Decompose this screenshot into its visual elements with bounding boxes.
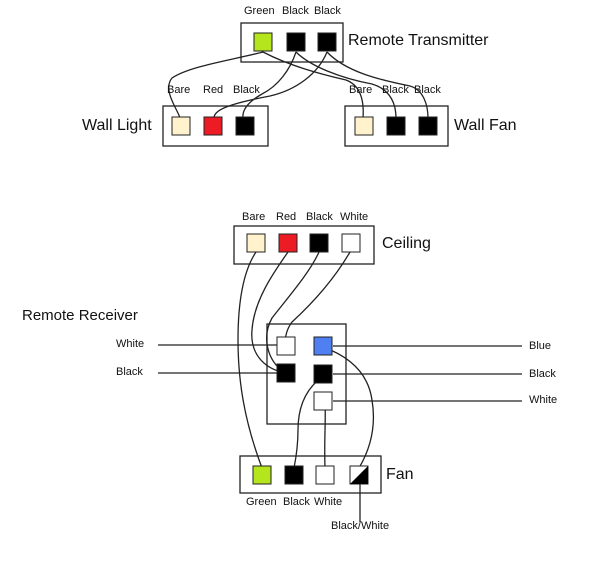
fan-terminal-label-1: Green <box>246 496 277 508</box>
wall-light-bare-terminal <box>171 116 191 136</box>
receiver-left-wire-label-1: White <box>116 338 145 350</box>
ceiling-title: Ceiling <box>382 235 431 252</box>
wall-light-terminal-label-3: Black <box>233 84 260 96</box>
fan-terminal-label-2: Black <box>283 496 310 508</box>
transmitter-black-terminal-1 <box>286 32 306 52</box>
receiver-black-terminal-right <box>313 364 333 384</box>
fan-terminal-label-3: White <box>314 496 343 508</box>
wall-fan-terminal-label-1: Bare <box>349 84 373 96</box>
ceiling-terminal-label-1: Bare <box>242 211 266 223</box>
receiver-right-wire-label-2: Black <box>529 368 556 380</box>
receiver-left-wire-label-2: Black <box>116 366 143 378</box>
wall-light-terminal-label-1: Bare <box>167 84 191 96</box>
transmitter-green-terminal <box>253 32 273 52</box>
fan-black-terminal <box>284 465 304 485</box>
transmitter-terminal-label-2: Black <box>282 5 309 17</box>
wall-fan-bare-terminal <box>354 116 374 136</box>
receiver-blue-terminal <box>313 336 333 356</box>
fan-black-white-terminal <box>349 465 369 485</box>
ceiling-terminal-label-2: Red <box>276 211 297 223</box>
wall-fan-title: Wall Fan <box>454 117 517 134</box>
wall-fan-black-terminal-1 <box>386 116 406 136</box>
ceiling-black-terminal <box>309 233 329 253</box>
wall-fan-terminal-label-3: Black <box>414 84 441 96</box>
transmitter-terminal-label-1: Green <box>244 5 275 17</box>
fan-green-terminal <box>252 465 272 485</box>
wall-light-red-terminal <box>203 116 223 136</box>
fan-extra-terminal-label: Black/White <box>331 520 390 532</box>
fan-title: Fan <box>386 466 414 483</box>
bottom-wires <box>158 251 522 522</box>
ceiling-terminal-label-4: White <box>340 211 369 223</box>
ceiling-bare-terminal <box>246 233 266 253</box>
receiver-black-terminal-left <box>276 363 296 383</box>
wall-light-title: Wall Light <box>82 117 152 134</box>
receiver-white-terminal <box>276 336 296 356</box>
transmitter-black-terminal-2 <box>317 32 337 52</box>
wall-fan-terminal-label-2: Black <box>382 84 409 96</box>
receiver-right-wire-label-3: White <box>529 394 558 406</box>
wall-light-black-terminal <box>235 116 255 136</box>
receiver-right-wire-label-1: Blue <box>529 340 552 352</box>
wall-fan-black-terminal-2 <box>418 116 438 136</box>
ceiling-terminal-label-3: Black <box>306 211 333 223</box>
transmitter-terminal-label-3: Black <box>314 5 341 17</box>
remote-transmitter-title: Remote Transmitter <box>348 32 489 49</box>
wall-light-terminal-label-2: Red <box>203 84 224 96</box>
ceiling-white-terminal <box>341 233 361 253</box>
receiver-white-terminal-right <box>313 391 333 411</box>
fan-white-terminal <box>315 465 335 485</box>
top-wires <box>168 51 429 119</box>
ceiling-red-terminal <box>278 233 298 253</box>
remote-receiver-title: Remote Receiver <box>22 307 138 324</box>
